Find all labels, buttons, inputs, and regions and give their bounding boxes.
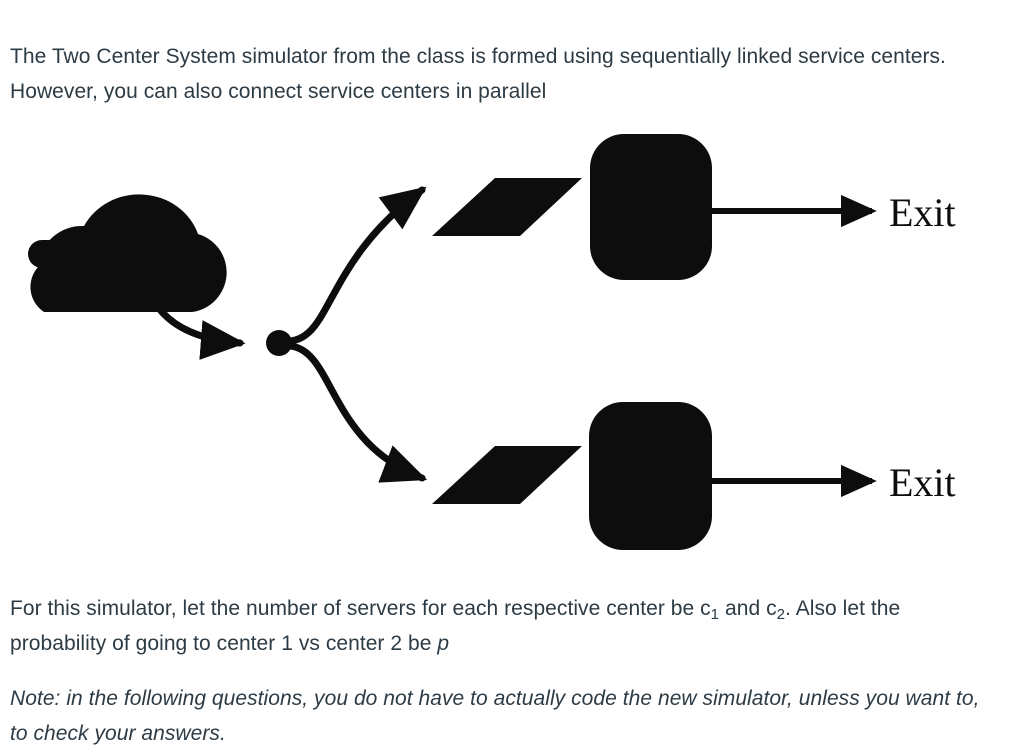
parallel-system-diagram: Exit Exit (0, 112, 1010, 562)
cloud-icon (28, 194, 227, 312)
servers-text-part3: . Also let the probability of going to c… (10, 597, 901, 655)
note-paragraph: Note: in the following questions, you do… (10, 687, 980, 745)
diagram-svg: Exit Exit (28, 134, 956, 550)
queue-bottom-parallelogram (432, 446, 582, 504)
servers-subscript-2: 2 (776, 606, 786, 624)
exit-bottom-label: Exit (889, 460, 956, 505)
servers-text-part1: For this simulator, let the number of se… (10, 597, 711, 620)
probability-symbol: p (437, 632, 450, 655)
servers-paragraph: For this simulator, let the number of se… (10, 591, 985, 661)
edge-branch-to-queue-bottom (286, 342, 428, 483)
edge-branch-to-queue-top (286, 186, 427, 345)
server-bottom-block (589, 402, 712, 550)
edge-source-to-branch (139, 260, 246, 360)
exit-top-label: Exit (889, 190, 956, 235)
servers-text-part2: and c (719, 597, 777, 620)
branch-point-dot (266, 330, 292, 356)
intro-paragraph: The Two Center System simulator from the… (10, 45, 946, 103)
server-top-block (590, 134, 712, 280)
queue-top-parallelogram (432, 178, 582, 236)
servers-subscript-1: 1 (710, 606, 720, 624)
